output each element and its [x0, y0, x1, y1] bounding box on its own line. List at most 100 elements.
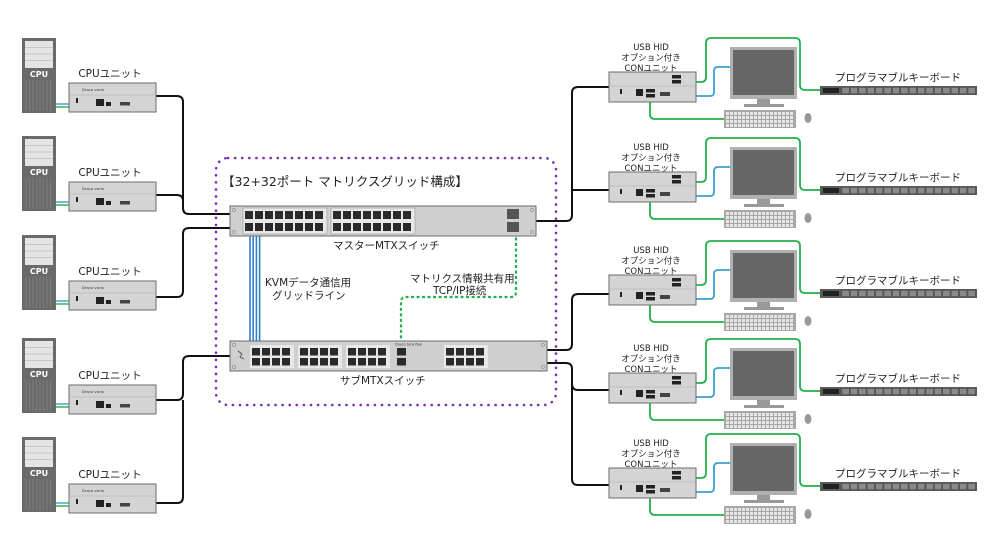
- keyboard: [724, 110, 796, 128]
- con-unit-label: CONユニット: [625, 460, 678, 470]
- rj45-port: [255, 211, 263, 219]
- power-icon: [76, 296, 78, 301]
- cpu-unit: Draco vario: [68, 483, 157, 514]
- usb-cable-to-programmable-keyboard: [696, 37, 820, 91]
- rj45-icon: [96, 500, 104, 507]
- usb-cable-to-programmable-keyboard: [696, 137, 820, 191]
- programmable-keyboard-label: プログラマブルキーボード: [835, 274, 961, 287]
- usb-port-icon: [646, 292, 655, 296]
- rj45-icon: [96, 401, 104, 408]
- cpu-label: CPU: [30, 168, 48, 177]
- rj45-port: [262, 348, 270, 356]
- programmable-keyboard: [820, 387, 977, 396]
- usb-icon: [106, 102, 111, 106]
- usb-cable-to-programmable-keyboard: [696, 240, 820, 294]
- rj45-port: [476, 358, 484, 366]
- kvm-cable: [536, 86, 610, 222]
- master-switch-label: マスターMTXスイッチ: [333, 240, 440, 252]
- rj45-port: [368, 348, 376, 356]
- usb-port-icon: [672, 476, 681, 480]
- video-cable-to-monitor: [696, 166, 730, 197]
- usb-icon: [106, 300, 111, 304]
- rj45-port: [466, 348, 474, 356]
- usb-cable-to-keyboard: [649, 102, 724, 120]
- grid-line-label-2: グリッドライン: [272, 289, 346, 302]
- cpu-unit-label: CPUユニット: [78, 370, 141, 382]
- usb-port-icon: [672, 283, 681, 287]
- cpu-unit-brand: Draco vario: [82, 285, 105, 290]
- con-unit: [608, 274, 697, 306]
- sub-mtx-switch: Draco tera flex: [229, 340, 548, 372]
- con-unit: [608, 467, 697, 499]
- kvm-cable: [156, 95, 230, 215]
- rj45-port: [353, 223, 361, 231]
- con-unit-label: CONユニット: [625, 164, 678, 174]
- cpu-tower: CPU: [22, 38, 56, 113]
- usb-port-icon: [646, 297, 655, 301]
- rj45-port: [272, 348, 280, 356]
- rj45-icon: [96, 198, 104, 205]
- rj45-port: [403, 223, 411, 231]
- rj45-icon: [636, 292, 643, 299]
- rj45-port: [275, 211, 283, 219]
- rj45-port: [305, 211, 313, 219]
- kvm-cable: [156, 400, 184, 504]
- usb-icon: [106, 201, 111, 205]
- dvi-icon: [660, 393, 670, 397]
- usb-port-icon: [672, 381, 681, 385]
- kvm-grid-lines: [249, 236, 261, 341]
- rj45-port: [262, 358, 270, 366]
- rj45-port: [320, 348, 328, 356]
- rj45-port: [476, 348, 484, 356]
- rj45-port: [456, 358, 464, 366]
- rj45-port: [348, 358, 356, 366]
- usb-port-icon: [646, 485, 655, 489]
- grid-line-label-1: KVMデータ通信用: [265, 276, 351, 289]
- rj45-port: [466, 358, 474, 366]
- rj45-icon: [636, 189, 643, 196]
- usb-port-icon: [672, 278, 681, 282]
- usb-cable-to-programmable-keyboard: [696, 433, 820, 487]
- dvi-icon: [660, 295, 670, 299]
- usb-port-icon: [672, 471, 681, 475]
- rj45-port: [265, 211, 273, 219]
- cpu-tower: CPU: [22, 338, 56, 413]
- cpu-label: CPU: [30, 469, 48, 478]
- rj45-port: [363, 223, 371, 231]
- rj45-port: [333, 211, 341, 219]
- tcp-label-1: マトリクス情報共有用: [410, 272, 515, 285]
- monitor: [730, 147, 797, 207]
- cpu-tower: CPU: [22, 437, 56, 512]
- rj45-port: [373, 223, 381, 231]
- matrix-grid-group-border: [214, 156, 558, 407]
- con-unit-label: USB HID: [633, 344, 669, 354]
- kvm-cable: [547, 293, 610, 351]
- rj45-icon: [636, 89, 643, 96]
- power-icon: [76, 197, 78, 202]
- video-cable-to-monitor: [696, 66, 730, 97]
- rj45-port: [320, 358, 328, 366]
- usb-port-icon: [646, 89, 655, 93]
- rj45-icon: [636, 485, 643, 492]
- rj45-port: [330, 348, 338, 356]
- usb-port-icon: [646, 189, 655, 193]
- cpu-unit-label: CPUユニット: [78, 68, 141, 80]
- usb-port-icon: [646, 94, 655, 98]
- keyboard: [724, 411, 796, 429]
- cpu-unit-brand: Draco vario: [82, 488, 105, 493]
- kvm-cable: [156, 227, 230, 298]
- rj45-port: [358, 348, 366, 356]
- kvm-cable: [156, 355, 230, 401]
- con-unit-label: CONユニット: [625, 365, 678, 375]
- con-unit: [608, 372, 697, 404]
- rj45-port: [282, 358, 290, 366]
- rj45-icon: [636, 390, 643, 397]
- cpu-unit: Draco vario: [68, 181, 157, 212]
- dvi-icon: [120, 503, 130, 507]
- usb-cable-to-keyboard: [649, 403, 724, 421]
- power-icon: [620, 89, 622, 94]
